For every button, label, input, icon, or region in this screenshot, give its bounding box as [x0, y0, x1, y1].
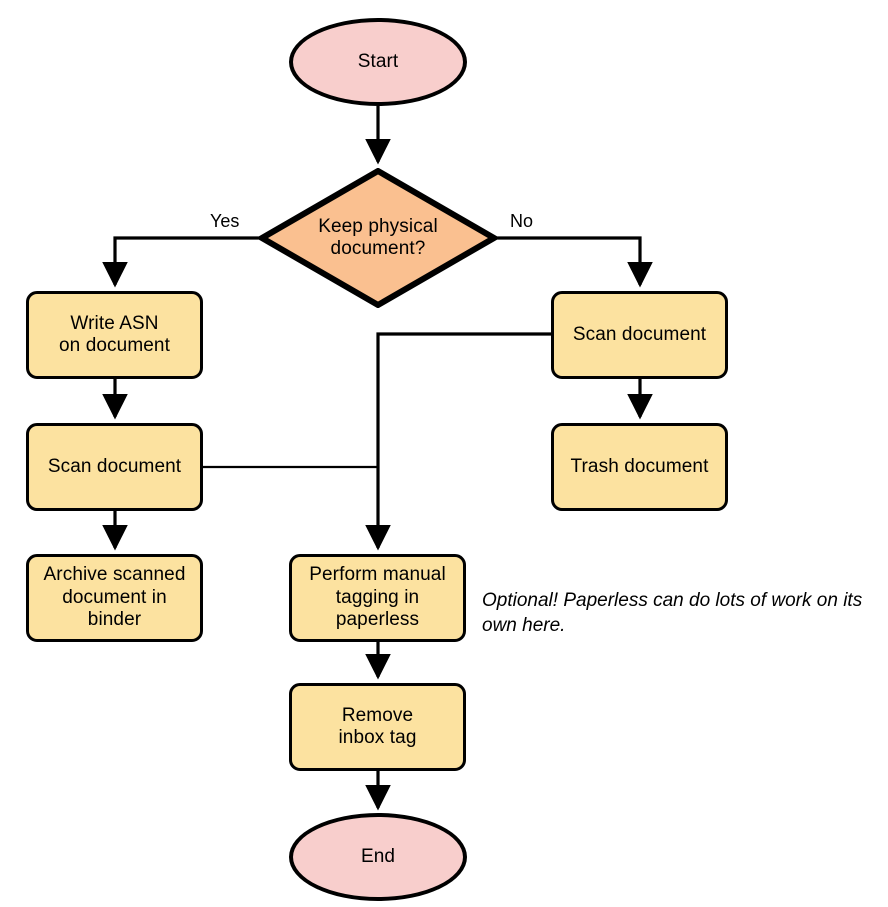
edge-scan-document-right-to-tagging [365, 332, 551, 551]
node-archive-scanned-document-in-binder[interactable]: Archive scanned document in binder [26, 554, 203, 642]
node-end-label: End [360, 845, 396, 867]
edge-label-no: No [510, 211, 534, 231]
node-end[interactable]: End [289, 813, 467, 901]
diamond-shape [259, 168, 497, 308]
node-write-asn-on-document[interactable]: Write ASN on document [26, 291, 203, 379]
edge-decision-to-scan-document-right [497, 236, 653, 288]
node-remove-inbox-tag[interactable]: Remove inbox tag [289, 683, 466, 771]
node-write-asn-on-document-label: Write ASN on document [59, 312, 170, 356]
node-archive-scanned-document-in-binder-label: Archive scanned document in binder [43, 564, 186, 631]
node-perform-manual-tagging-in-paperless[interactable]: Perform manual tagging in paperless [289, 554, 466, 642]
annotation-optional-note: Optional! Paperless can do lots of work … [482, 590, 863, 636]
edge-decision-to-write-asn [102, 236, 259, 288]
node-scan-document-left-label: Scan document [47, 455, 182, 477]
edge-label-yes: Yes [210, 211, 240, 231]
node-scan-document-right[interactable]: Scan document [551, 291, 728, 379]
node-start-label: Start [357, 50, 399, 72]
node-keep-physical-document-label: Keep physical document? [318, 215, 438, 259]
node-scan-document-left[interactable]: Scan document [26, 423, 203, 511]
node-remove-inbox-tag-label: Remove inbox tag [338, 704, 417, 748]
node-perform-manual-tagging-in-paperless-label: Perform manual tagging in paperless [309, 564, 446, 631]
node-keep-physical-document[interactable]: Keep physical document? [259, 168, 497, 308]
node-start[interactable]: Start [289, 18, 467, 106]
node-scan-document-right-label: Scan document [572, 323, 707, 345]
node-trash-document-label: Trash document [570, 455, 709, 477]
node-trash-document[interactable]: Trash document [551, 423, 728, 511]
